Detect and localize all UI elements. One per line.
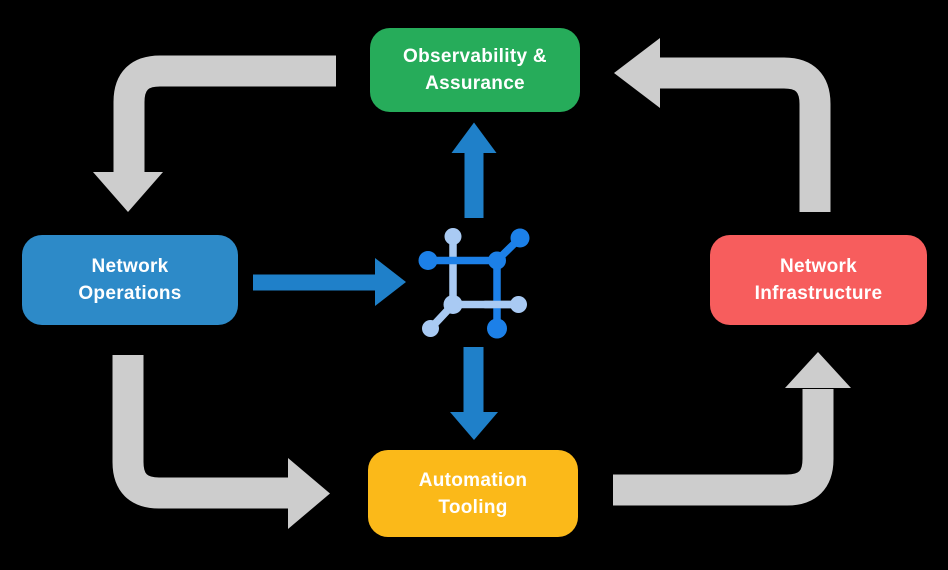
arrow-shaft xyxy=(463,347,484,413)
arrow-shaft xyxy=(659,57,831,212)
icon-dot xyxy=(443,295,463,314)
icon-dot xyxy=(422,320,439,337)
icon-dot xyxy=(510,228,530,248)
node-network-operations: Network Operations xyxy=(22,235,238,325)
icon-dot xyxy=(487,318,507,339)
arrow-shaft xyxy=(113,55,336,174)
icon-dot xyxy=(418,251,438,270)
node-label-line: Assurance xyxy=(425,73,525,94)
arrow-head-down xyxy=(93,172,163,212)
node-network-infrastructure: Network Infrastructure xyxy=(710,235,927,325)
arrow-head-up xyxy=(451,122,497,153)
arrow-observability-to-operations xyxy=(93,55,336,212)
node-label-line: Network xyxy=(91,256,169,277)
arrow-infrastructure-to-observability xyxy=(614,38,831,212)
arrow-platform-to-automation xyxy=(450,347,498,440)
node-observability-assurance: Observability & Assurance xyxy=(370,28,580,112)
arrow-shaft xyxy=(613,389,834,506)
arrow-head-left xyxy=(614,38,660,108)
icon-dot xyxy=(444,228,462,245)
icon-dot xyxy=(510,296,527,313)
network-mesh-icon xyxy=(418,228,530,339)
node-automation-tooling: Automation Tooling xyxy=(368,450,578,537)
node-label-line: Network xyxy=(779,256,858,277)
arrow-head-up xyxy=(785,352,851,388)
arrow-automation-to-infrastructure xyxy=(613,352,851,506)
arrow-shaft xyxy=(112,355,290,509)
icon-dot xyxy=(488,251,506,270)
arrow-operations-to-platform xyxy=(253,258,406,306)
node-label-line: Tooling xyxy=(438,496,508,518)
arrow-operations-to-automation xyxy=(112,355,330,529)
node-label-line: Observability & xyxy=(403,46,547,67)
node-label-line: Operations xyxy=(78,283,182,304)
arrow-shaft xyxy=(253,274,376,291)
arrow-platform-to-observability xyxy=(451,122,497,218)
arrow-head-down xyxy=(450,412,498,440)
arrow-shaft xyxy=(464,151,484,218)
node-label-line: Infrastructure xyxy=(754,283,883,304)
arrow-head-right xyxy=(375,258,406,306)
arrow-head-right xyxy=(288,458,330,529)
node-label-line: Automation xyxy=(418,469,528,491)
